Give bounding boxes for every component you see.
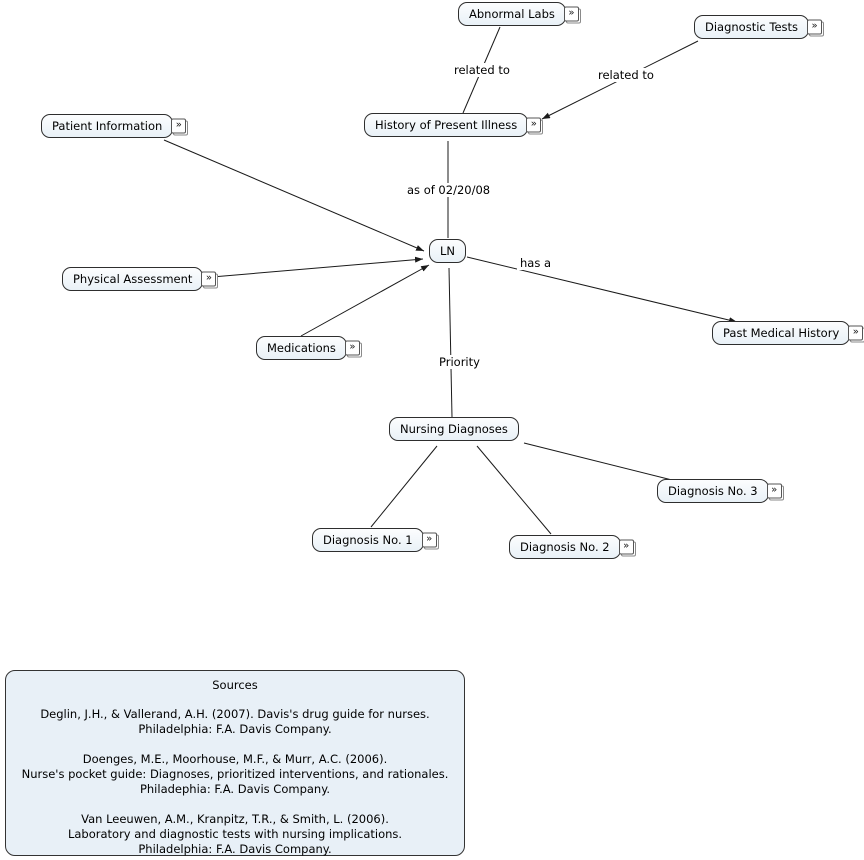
node-past-medical-history[interactable]: Past Medical History » [712, 321, 864, 345]
source-entry: Deglin, J.H., & Vallerand, A.H. (2007). … [6, 707, 464, 737]
source-line: Doenges, M.E., Moorhouse, M.F., & Murr, … [82, 752, 388, 766]
node-diagnosis-3[interactable]: Diagnosis No. 3 » [657, 479, 782, 503]
resource-link-icon[interactable]: » [618, 539, 634, 555]
edge-patient-info-to-ln [163, 139, 425, 252]
source-line: Deglin, J.H., & Vallerand, A.H. (2007). … [40, 707, 430, 721]
source-line: Van Leeuwen, A.M., Kranpitz, T.R., & Smi… [81, 812, 389, 826]
node-diagnosis-1[interactable]: Diagnosis No. 1 » [312, 528, 437, 552]
node-label: Medications [267, 341, 336, 355]
resource-link-icon[interactable]: » [848, 325, 864, 341]
node-label: Diagnosis No. 1 [323, 533, 413, 547]
resource-link-icon[interactable]: » [421, 532, 437, 548]
sources-title: Sources [212, 678, 258, 692]
link-label-related-to-tests[interactable]: related to [595, 68, 657, 82]
edge-physical-assessment-to-ln [211, 256, 424, 278]
link-label-related-to-labs[interactable]: related to [451, 63, 513, 77]
source-line: Laboratory and diagnostic tests with nur… [67, 827, 403, 841]
edge-medications-to-ln [300, 264, 430, 337]
node-label: Abnormal Labs [469, 7, 555, 21]
edge-nursing-to-diagnosis-3 [523, 442, 677, 482]
node-label: Diagnostic Tests [705, 20, 799, 34]
node-history-of-present-illness[interactable]: History of Present Illness » [364, 113, 542, 137]
node-abnormal-labs[interactable]: Abnormal Labs » [458, 2, 579, 26]
node-label: Physical Assessment [73, 272, 193, 286]
resource-link-icon[interactable]: » [563, 6, 579, 22]
edge-ln-to-past-medical-history [466, 256, 738, 324]
source-line: Philadelphia: F.A. Davis Company. [138, 722, 332, 736]
source-line: Nurse's pocket guide: Diagnoses, priorit… [21, 767, 449, 781]
source-line: Philadelphia: F.A. Davis Company. [138, 842, 332, 856]
link-label-priority[interactable]: Priority [436, 355, 483, 369]
node-label: LN [440, 244, 456, 258]
resource-link-icon[interactable]: » [171, 118, 187, 134]
resource-link-icon[interactable]: » [344, 340, 360, 356]
link-label-has-a[interactable]: has a [517, 256, 555, 270]
node-label: Nursing Diagnoses [400, 422, 508, 436]
source-entry: Van Leeuwen, A.M., Kranpitz, T.R., & Smi… [6, 812, 464, 857]
node-ln[interactable]: LN [429, 239, 467, 263]
node-label: History of Present Illness [375, 118, 518, 132]
sources-box[interactable]: Sources Deglin, J.H., & Vallerand, A.H. … [5, 670, 465, 856]
edge-ln-to-nursing-diagnoses [448, 267, 453, 418]
node-label: Patient Information [52, 119, 163, 133]
resource-link-icon[interactable]: » [526, 117, 542, 133]
node-diagnosis-2[interactable]: Diagnosis No. 2 » [509, 535, 634, 559]
node-label: Diagnosis No. 2 [520, 540, 610, 554]
resource-link-icon[interactable]: » [201, 271, 217, 287]
node-diagnostic-tests[interactable]: Diagnostic Tests » [694, 15, 823, 39]
edge-nursing-to-diagnosis-1 [370, 445, 438, 528]
node-patient-information[interactable]: Patient Information » [41, 114, 187, 138]
source-line: Philadephia: F.A. Davis Company. [139, 782, 331, 796]
node-label: Diagnosis No. 3 [668, 484, 758, 498]
resource-link-icon[interactable]: » [807, 19, 823, 35]
node-label: Past Medical History [723, 326, 840, 340]
node-medications[interactable]: Medications » [256, 336, 360, 360]
resource-link-icon[interactable]: » [766, 483, 782, 499]
edge-nursing-to-diagnosis-2 [476, 445, 552, 535]
source-entry: Doenges, M.E., Moorhouse, M.F., & Murr, … [6, 752, 464, 797]
link-label-as-of-date[interactable]: as of 02/20/08 [404, 183, 494, 197]
node-physical-assessment[interactable]: Physical Assessment » [62, 267, 217, 291]
node-nursing-diagnoses[interactable]: Nursing Diagnoses [389, 417, 519, 441]
